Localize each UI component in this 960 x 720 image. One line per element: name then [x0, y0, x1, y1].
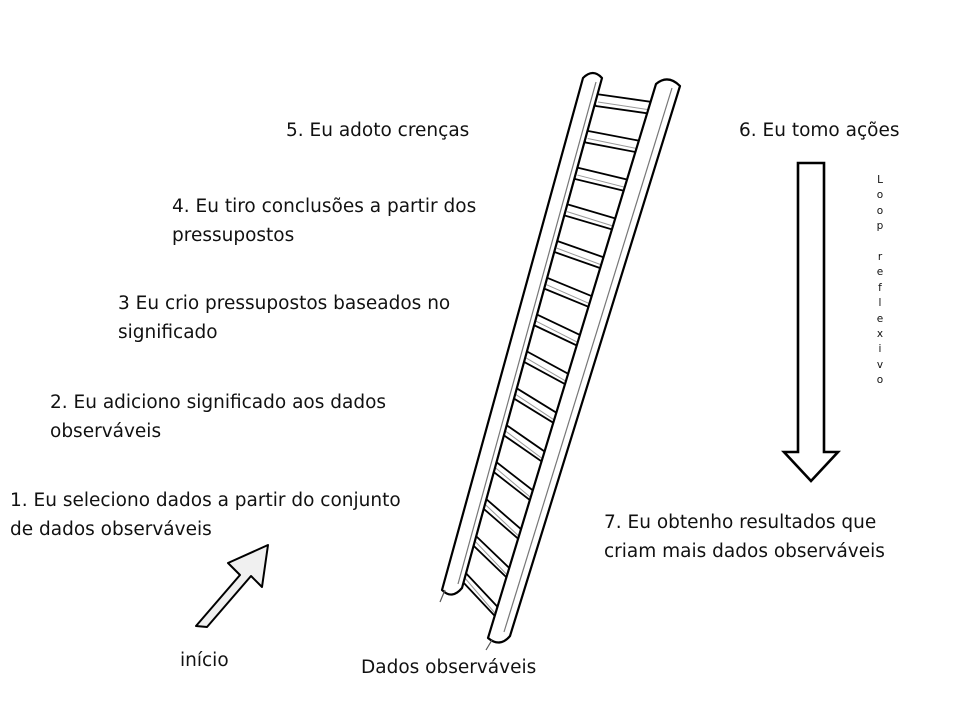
step-4-line-1: 4. Eu tiro conclusões a partir dos: [172, 196, 477, 217]
ladder-right-rail: [485, 78, 682, 651]
step-7-line-2: criam mais dados observáveis: [604, 541, 885, 562]
loop-letter: o: [876, 374, 884, 387]
step-2-line-1: 2. Eu adiciono significado aos dados: [50, 392, 387, 413]
step-5-label: 5. Eu adoto crenças: [286, 116, 469, 145]
loop-letter: f: [878, 281, 882, 294]
step-3-line-2: significado: [118, 322, 218, 343]
loop-letter: [872, 235, 888, 250]
step-1-line-1: 1. Eu seleciono dados a partir do conjun…: [10, 490, 401, 511]
loop-letter: l: [878, 297, 882, 310]
step-6-text: 6. Eu tomo ações: [739, 120, 900, 141]
step-7-line-1: 7. Eu obtenho resultados que: [604, 512, 877, 533]
ladder-left-rail: [439, 71, 604, 603]
loop-reflexivo-label: L o o p r e f l e x i v o: [872, 173, 888, 388]
down-arrow-icon: [781, 161, 841, 483]
step-7-label: 7. Eu obtenho resultados que criam mais …: [604, 508, 885, 566]
loop-letter: i: [878, 343, 882, 356]
loop-letter: x: [876, 327, 884, 340]
step-2-label: 2. Eu adiciono significado aos dados obs…: [50, 388, 386, 446]
loop-letter: e: [876, 312, 884, 325]
base-text: Dados observáveis: [361, 657, 537, 678]
step-2-line-2: observáveis: [50, 421, 162, 442]
step-5-text: 5. Eu adoto crenças: [286, 120, 470, 141]
loop-letter: p: [876, 220, 884, 233]
loop-letter: L: [877, 174, 883, 186]
step-3-line-1: 3 Eu crio pressupostos baseados no: [118, 293, 451, 314]
loop-letter: r: [877, 250, 883, 263]
step-4-label: 4. Eu tiro conclusões a partir dos press…: [172, 192, 476, 250]
start-label: início: [180, 646, 229, 675]
loop-letter: o: [876, 189, 884, 202]
step-6-label: 6. Eu tomo ações: [739, 116, 899, 145]
up-right-arrow-icon: [195, 544, 269, 628]
step-1-line-2: de dados observáveis: [10, 519, 212, 540]
loop-letter: e: [876, 266, 884, 279]
start-text: início: [180, 650, 229, 671]
step-3-label: 3 Eu crio pressupostos baseados no signi…: [118, 289, 450, 347]
loop-letter: o: [876, 204, 884, 217]
step-4-line-2: pressupostos: [172, 225, 295, 246]
base-label: Dados observáveis: [361, 653, 536, 682]
step-1-label: 1. Eu seleciono dados a partir do conjun…: [10, 486, 401, 544]
loop-letter: v: [876, 358, 884, 371]
